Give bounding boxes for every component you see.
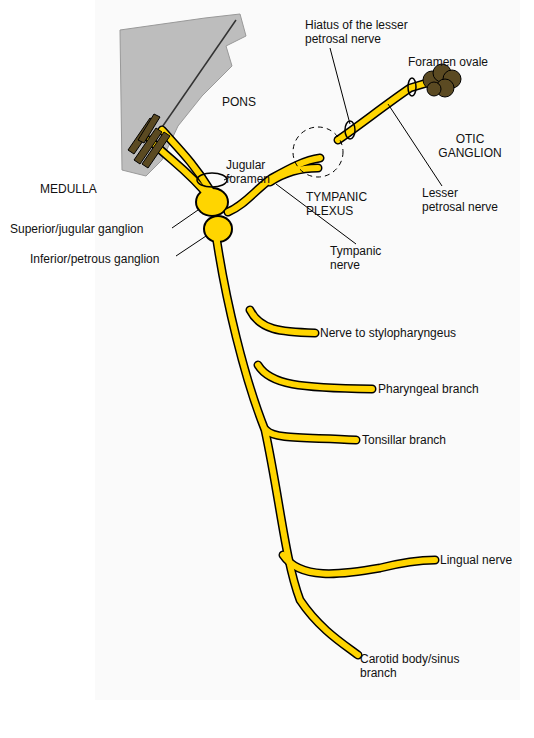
ganglion bbox=[197, 189, 231, 241]
tympanic-plexus-circle bbox=[293, 127, 343, 177]
part-label: Tonsillar branch bbox=[362, 433, 502, 447]
nerve-rootlets bbox=[128, 114, 170, 168]
part-label: MEDULLA bbox=[40, 182, 120, 196]
part-label: Hiatus of the lesser petrosal nerve bbox=[305, 18, 445, 46]
ganglion-outline bbox=[195, 187, 233, 243]
part-label: Foramen ovale bbox=[408, 55, 508, 69]
part-label: Carotid body/sinus branch bbox=[360, 652, 490, 680]
part-label: Lingual nerve bbox=[440, 553, 530, 567]
nerve-fill bbox=[150, 82, 435, 655]
part-label: Jugular foramen bbox=[226, 158, 286, 186]
part-label: PONS bbox=[222, 95, 282, 109]
part-label: Nerve to stylopharyngeus bbox=[320, 326, 500, 340]
foramen-ovale bbox=[408, 78, 416, 96]
nerve-outline bbox=[150, 82, 435, 655]
part-label: Inferior/petrous ganglion bbox=[30, 252, 200, 266]
part-label: OTIC GANGLION bbox=[430, 132, 510, 160]
part-label: Tympanic nerve bbox=[330, 244, 400, 272]
background-panel bbox=[95, 0, 520, 700]
part-label: Lesser petrosal nerve bbox=[422, 186, 502, 214]
jugular-foramen bbox=[197, 173, 227, 187]
part-label: TYMPANIC PLEXUS bbox=[306, 190, 396, 218]
part-label: Superior/jugular ganglion bbox=[10, 222, 180, 236]
leader-line bbox=[172, 48, 442, 256]
part-label: Pharyngeal branch bbox=[378, 382, 518, 396]
